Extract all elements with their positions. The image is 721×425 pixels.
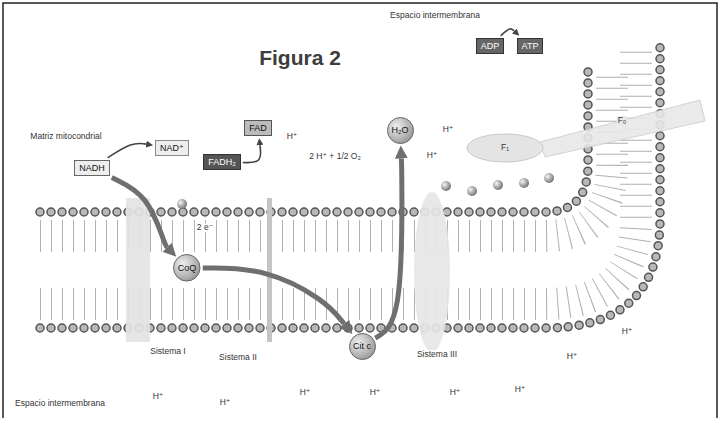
- reaction-arrow: [501, 29, 515, 36]
- proton-sphere: [519, 178, 529, 188]
- ion-label: H⁺: [426, 151, 439, 160]
- node-text: ATP: [522, 41, 539, 51]
- node-text: NADH: [79, 163, 105, 173]
- region-label: Espacio intermembrana: [389, 11, 481, 20]
- ion-label: H⁺: [566, 352, 579, 361]
- ion-label: H⁺: [219, 398, 232, 407]
- molecule-circle: Cit c: [349, 333, 376, 360]
- carrier-box: NAD⁺: [155, 140, 189, 156]
- lipid-tails: [40, 70, 612, 236]
- atp-synthase-head: [467, 134, 543, 162]
- proton-sphere: [493, 180, 503, 190]
- electron-flow-arrow: [203, 268, 344, 324]
- electron-label: 2 e⁻: [196, 223, 214, 232]
- nucleotide-box: ATP: [517, 38, 544, 54]
- molecule-sphere: [349, 333, 375, 359]
- molecule-circle: CoQ: [173, 254, 201, 282]
- reaction-label: 2 H⁺ + 1/2 O₂: [308, 152, 362, 161]
- subunit-label: F₁: [500, 143, 510, 152]
- node-text: H₂O: [392, 125, 409, 135]
- carrier-box: FADH₂: [203, 154, 241, 170]
- ion-label: H⁺: [369, 388, 382, 397]
- ion-label: H⁺: [442, 125, 455, 134]
- molecule-sphere: [387, 117, 413, 143]
- electron-flow-arrow: [375, 158, 402, 338]
- node-text: Cit c: [353, 341, 371, 351]
- complex-band: [414, 192, 450, 352]
- ion-label: H⁺: [286, 132, 299, 141]
- electron-sphere: [177, 199, 187, 209]
- nucleotide-box: ADP: [476, 38, 505, 54]
- molecule-circle: H₂O: [387, 117, 414, 144]
- region-label: Matriz mitocondrial: [29, 132, 102, 141]
- ion-label: H⁺: [152, 392, 165, 401]
- complex-band: [267, 198, 272, 342]
- carrier-box: FAD: [244, 120, 272, 136]
- proton-sphere: [441, 181, 451, 191]
- ion-label: H⁺: [299, 388, 312, 397]
- ion-label: H⁺: [514, 385, 527, 394]
- atp-synthase-stalk: [540, 100, 705, 157]
- node-text: FAD: [249, 123, 267, 133]
- complex-label: Sistema III: [416, 350, 458, 359]
- complex-label: Sistema II: [218, 353, 258, 362]
- lipid-heads: [40, 70, 588, 212]
- region-label: Espacio intermembrana: [14, 399, 106, 408]
- ion-label: H⁺: [621, 327, 634, 336]
- lipid-heads: [40, 70, 588, 212]
- reaction-arrow: [243, 145, 261, 163]
- complex-band: [126, 198, 150, 342]
- proton-sphere: [467, 186, 477, 196]
- node-text: FADH₂: [208, 157, 236, 167]
- carrier-box: NADH: [74, 160, 110, 176]
- molecule-sphere: [174, 255, 201, 282]
- figure-title: Figura 2: [259, 46, 341, 70]
- proton-sphere: [544, 173, 554, 183]
- complex-label: Sistema I: [149, 347, 186, 356]
- electron-flow-arrow: [112, 178, 167, 248]
- subunit-label: F₀: [617, 116, 628, 125]
- node-text: CoQ: [178, 263, 197, 273]
- node-text: NAD⁺: [160, 143, 184, 153]
- node-text: ADP: [481, 41, 500, 51]
- ion-label: H⁺: [449, 388, 462, 397]
- reaction-arrow: [108, 143, 147, 157]
- figure-frame: [3, 3, 717, 418]
